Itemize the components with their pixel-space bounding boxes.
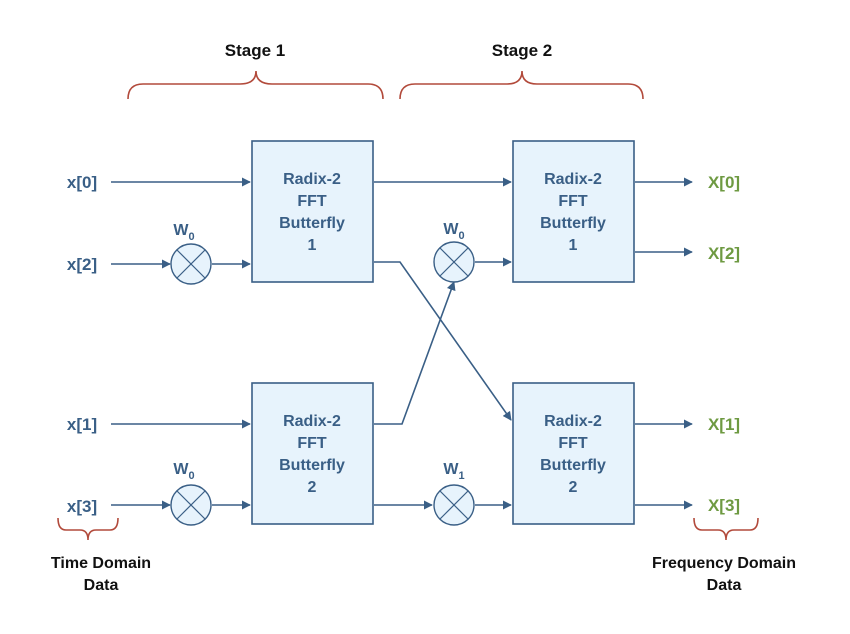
input-x0-label: x[0] bbox=[67, 173, 97, 192]
s1b2-line-1: Radix-2 bbox=[283, 413, 341, 430]
twiddle-label-3: W0 bbox=[443, 221, 464, 242]
twiddle-label-4: W1 bbox=[443, 461, 464, 482]
output-X2-label: X[2] bbox=[708, 244, 740, 263]
wire-s1b1-bottom-to-s2b2 bbox=[374, 261, 512, 421]
output-X0-label: X[0] bbox=[708, 173, 740, 192]
s2b1-line-3: Butterfly bbox=[540, 215, 606, 232]
time-domain-caption-line-2: Data bbox=[84, 577, 119, 594]
s1b1-line-4: 1 bbox=[308, 237, 317, 254]
input-x1-label: x[1] bbox=[67, 415, 97, 434]
frequency-domain-caption-line-1: Frequency Domain bbox=[652, 555, 796, 572]
input-x3-label: x[3] bbox=[67, 497, 97, 516]
s1b2-line-3: Butterfly bbox=[279, 457, 345, 474]
s2b1-line-1: Radix-2 bbox=[544, 171, 602, 188]
s2b2-line-1: Radix-2 bbox=[544, 413, 602, 430]
s1b1-line-2: FFT bbox=[297, 193, 327, 210]
twiddle-multiplier-2 bbox=[170, 484, 212, 526]
twiddle-multiplier-1 bbox=[170, 243, 212, 285]
s1b2-line-4: 2 bbox=[308, 479, 317, 496]
s1b2-line-2: FFT bbox=[297, 435, 327, 452]
time-domain-brace bbox=[57, 517, 119, 541]
s2b2-line-2: FFT bbox=[558, 435, 588, 452]
twiddle-label-1: W0 bbox=[173, 222, 194, 243]
stage1-butterfly-1: Radix-2 FFT Butterfly 1 bbox=[251, 140, 374, 283]
stage2-butterfly-2: Radix-2 FFT Butterfly 2 bbox=[512, 382, 635, 525]
s2b2-line-3: Butterfly bbox=[540, 457, 606, 474]
stage-1-brace bbox=[127, 70, 384, 100]
twiddle-multiplier-3 bbox=[433, 241, 475, 283]
twiddle-multiplier-4 bbox=[433, 484, 475, 526]
frequency-domain-brace bbox=[693, 517, 759, 541]
stage1-butterfly-2: Radix-2 FFT Butterfly 2 bbox=[251, 382, 374, 525]
frequency-domain-caption-line-2: Data bbox=[707, 577, 742, 594]
wire-s1b2-top-to-mult bbox=[374, 281, 456, 425]
twiddle-label-2: W0 bbox=[173, 461, 194, 482]
stage-2-brace bbox=[399, 70, 644, 100]
stage-1-label: Stage 1 bbox=[225, 41, 285, 60]
s2b1-line-4: 1 bbox=[569, 237, 578, 254]
stage2-butterfly-1: Radix-2 FFT Butterfly 1 bbox=[512, 140, 635, 283]
stage-2-label: Stage 2 bbox=[492, 41, 552, 60]
output-X1-label: X[1] bbox=[708, 415, 740, 434]
input-x2-label: x[2] bbox=[67, 255, 97, 274]
s2b1-line-2: FFT bbox=[558, 193, 588, 210]
output-X3-label: X[3] bbox=[708, 496, 740, 515]
s1b1-line-3: Butterfly bbox=[279, 215, 345, 232]
s2b2-line-4: 2 bbox=[569, 479, 578, 496]
s1b1-line-1: Radix-2 bbox=[283, 171, 341, 188]
time-domain-caption-line-1: Time Domain bbox=[51, 555, 151, 572]
